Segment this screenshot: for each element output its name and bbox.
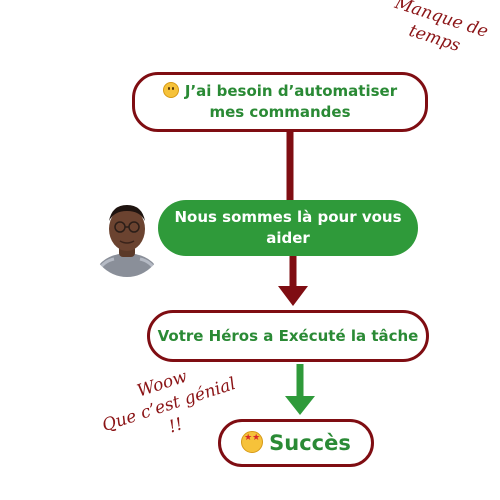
node-hero: Votre Héros a Exécuté la tâche xyxy=(147,310,429,362)
node-hero-text: Votre Héros a Exécuté la tâche xyxy=(157,327,419,345)
node-need-text: J’ai besoin d’automatiser mes commandes xyxy=(184,82,398,121)
star-struck-face-icon xyxy=(241,431,264,453)
node-help-text: Nous sommes là pour vous aider xyxy=(174,208,402,247)
avatar xyxy=(90,197,164,277)
arrowhead-to-hero xyxy=(278,286,308,306)
worried-face-icon xyxy=(162,82,179,98)
node-need-automation: J’ai besoin d’automatiser mes commandes xyxy=(132,72,428,132)
node-help: Nous sommes là pour vous aider xyxy=(158,200,418,256)
arrowhead-to-success xyxy=(285,396,315,415)
node-success: Succès xyxy=(218,419,374,467)
node-success-text: Succès xyxy=(269,431,351,455)
